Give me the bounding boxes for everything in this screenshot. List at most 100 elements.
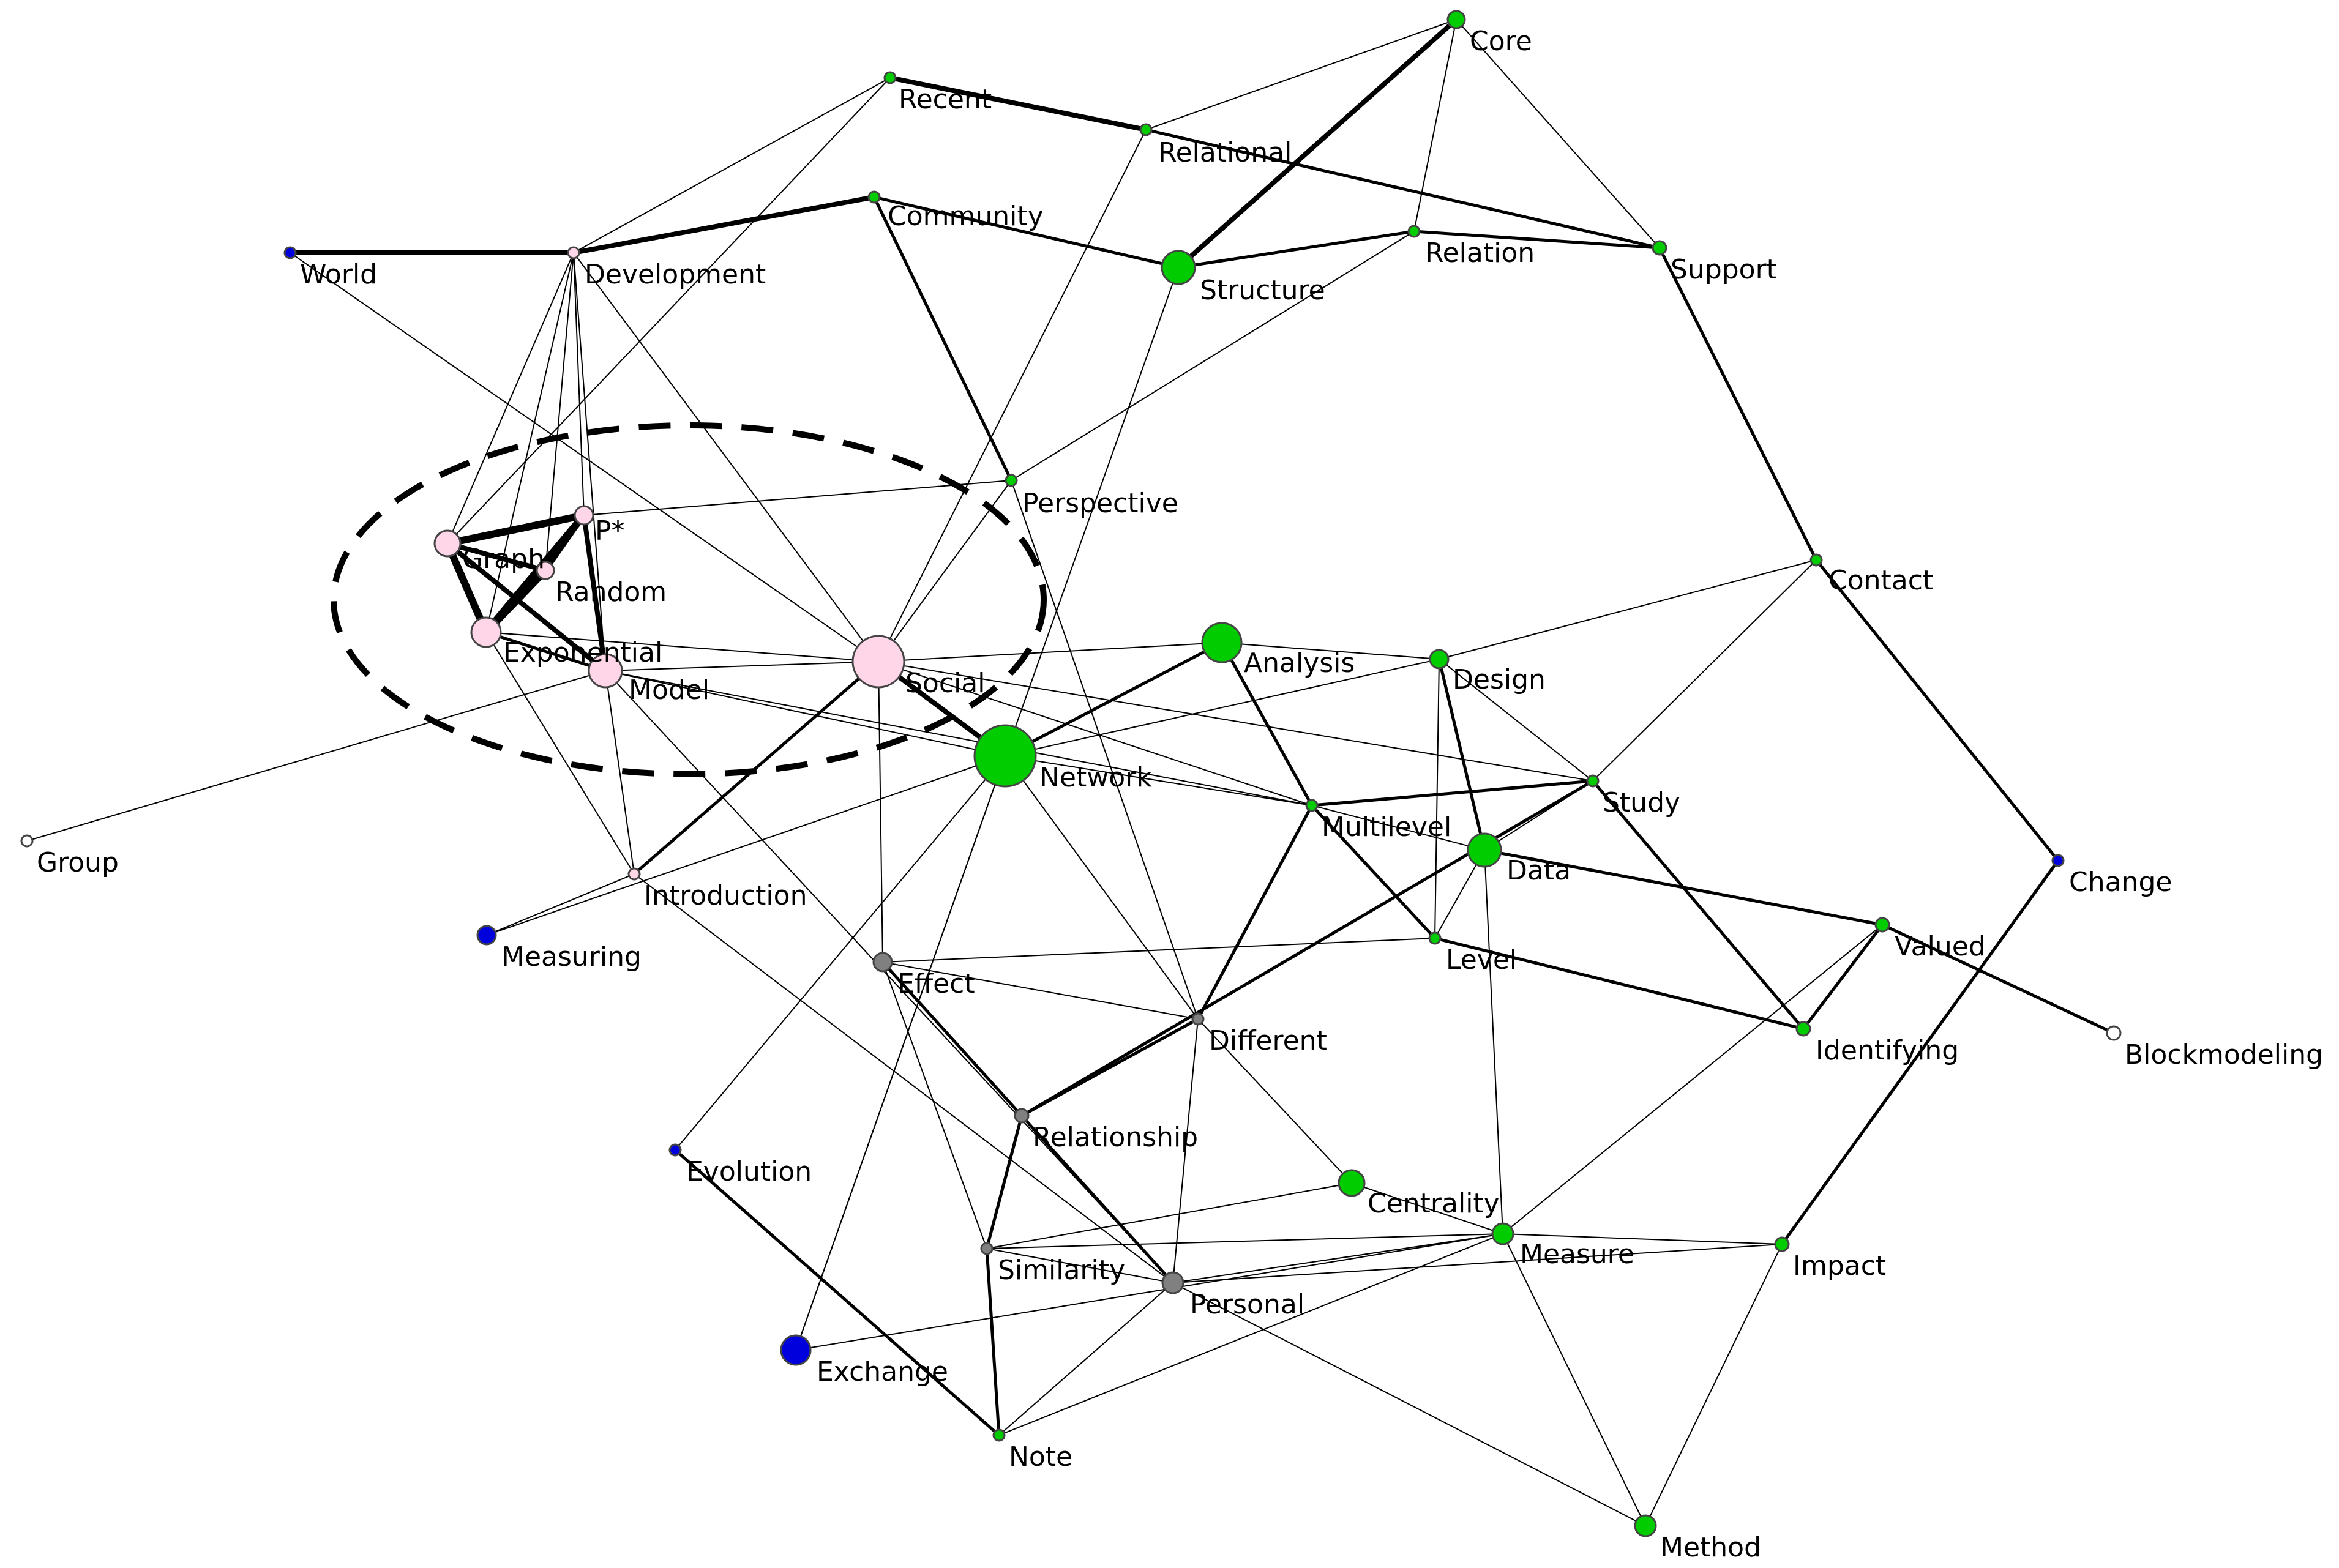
node-evolution[interactable] xyxy=(668,1143,682,1157)
node-note[interactable] xyxy=(992,1428,1006,1442)
edge-relational-social xyxy=(878,129,1147,662)
edge-personal-method xyxy=(1172,1282,1646,1526)
edge-similarity-note xyxy=(985,1247,1001,1437)
edge-network-multilevel xyxy=(1005,755,1312,806)
edge-community-development xyxy=(571,195,877,255)
node-valued[interactable] xyxy=(1874,917,1890,933)
node-measure[interactable] xyxy=(1491,1222,1514,1245)
node-recent[interactable] xyxy=(883,71,897,84)
node-exponential[interactable] xyxy=(470,616,502,648)
node-relational[interactable] xyxy=(1139,123,1153,136)
node-contact[interactable] xyxy=(1809,553,1823,567)
edge-network-evolution xyxy=(675,755,1006,1151)
edge-recent-relational xyxy=(888,75,1148,132)
node-network[interactable] xyxy=(973,724,1037,788)
label-pstar: P* xyxy=(595,515,625,547)
node-world[interactable] xyxy=(283,246,297,259)
edge-level-effect xyxy=(882,938,1435,963)
label-relation: Relation xyxy=(1425,237,1535,269)
node-pstar[interactable] xyxy=(574,505,594,526)
edge-data-valued xyxy=(1483,848,1884,927)
node-layer xyxy=(20,10,2122,1537)
edge-development-model xyxy=(573,252,606,671)
node-group[interactable] xyxy=(20,834,34,848)
node-identifying[interactable] xyxy=(1795,1021,1811,1037)
label-perspective: Perspective xyxy=(1022,488,1178,519)
edge-measuring-introduction xyxy=(486,873,635,936)
label-introduction: Introduction xyxy=(644,880,807,911)
node-impact[interactable] xyxy=(1774,1236,1790,1252)
node-model[interactable] xyxy=(588,653,623,689)
edge-valued-measure xyxy=(1502,924,1883,1234)
edge-exponential-model xyxy=(484,630,607,673)
node-development[interactable] xyxy=(567,246,580,259)
edge-relational-support xyxy=(1144,128,1661,250)
edge-similarity-personal xyxy=(986,1248,1173,1283)
label-personal: Personal xyxy=(1190,1289,1304,1320)
node-method[interactable] xyxy=(1634,1514,1657,1537)
label-support: Support xyxy=(1671,254,1777,285)
edge-data-measure xyxy=(1484,849,1503,1234)
edge-design-level xyxy=(1434,659,1440,939)
edge-recent-graph xyxy=(447,77,891,544)
label-social: Social xyxy=(905,668,985,699)
label-core: Core xyxy=(1470,26,1532,57)
edge-graph-model xyxy=(445,541,608,673)
node-relationship[interactable] xyxy=(1014,1108,1030,1124)
node-analysis[interactable] xyxy=(1201,622,1243,663)
node-support[interactable] xyxy=(1652,240,1667,256)
edge-introduction-personal xyxy=(634,873,1173,1283)
edge-impact-method xyxy=(1645,1244,1783,1526)
edge-model-introduction xyxy=(605,670,635,875)
node-personal[interactable] xyxy=(1161,1271,1184,1294)
node-graph[interactable] xyxy=(433,529,462,558)
node-structure[interactable] xyxy=(1161,250,1196,285)
node-perspective[interactable] xyxy=(1005,474,1018,487)
label-network: Network xyxy=(1039,762,1152,793)
node-level[interactable] xyxy=(1428,931,1442,945)
edge-development-random xyxy=(545,252,574,571)
node-social[interactable] xyxy=(851,635,905,689)
edge-world-social xyxy=(290,252,879,662)
node-exchange[interactable] xyxy=(780,1334,812,1366)
edge-evolution-note xyxy=(673,1148,1001,1437)
node-blockmodeling[interactable] xyxy=(2106,1025,2122,1041)
label-relational: Relational xyxy=(1158,137,1292,168)
edge-relation-support xyxy=(1412,230,1661,250)
node-design[interactable] xyxy=(1429,649,1450,670)
edge-centrality-similarity xyxy=(986,1182,1352,1249)
node-centrality[interactable] xyxy=(1338,1169,1366,1197)
edge-social-multilevel xyxy=(878,661,1312,806)
node-measuring[interactable] xyxy=(476,925,497,946)
node-data[interactable] xyxy=(1467,832,1502,868)
node-similarity[interactable] xyxy=(980,1242,994,1255)
edge-pstar-model xyxy=(582,513,608,673)
node-multilevel[interactable] xyxy=(1305,799,1319,812)
edge-social-introduction xyxy=(632,660,880,876)
node-community[interactable] xyxy=(867,190,881,204)
edge-network-different xyxy=(1005,755,1199,1020)
edge-measure-personal xyxy=(1172,1233,1503,1283)
label-impact: Impact xyxy=(1793,1250,1886,1282)
edge-different-relationship xyxy=(1020,1017,1200,1118)
node-study[interactable] xyxy=(1586,774,1600,788)
node-introduction[interactable] xyxy=(627,867,641,881)
node-change[interactable] xyxy=(2051,854,2065,867)
edge-core-support xyxy=(1456,19,1660,248)
edge-change-impact xyxy=(1780,859,2060,1246)
label-data: Data xyxy=(1506,855,1571,886)
node-effect[interactable] xyxy=(872,952,893,973)
node-relation[interactable] xyxy=(1407,225,1421,238)
label-multilevel: Multilevel xyxy=(1322,812,1451,843)
edge-effect-different xyxy=(882,961,1199,1020)
node-core[interactable] xyxy=(1446,10,1466,29)
label-model: Model xyxy=(629,674,709,706)
edge-centrality-measure xyxy=(1351,1182,1503,1234)
edge-recent-development xyxy=(573,77,891,253)
node-random[interactable] xyxy=(536,561,555,580)
edge-graph-random xyxy=(445,541,548,573)
node-different[interactable] xyxy=(1191,1012,1205,1026)
edge-network-design xyxy=(1005,659,1440,756)
label-level: Level xyxy=(1446,944,1517,976)
